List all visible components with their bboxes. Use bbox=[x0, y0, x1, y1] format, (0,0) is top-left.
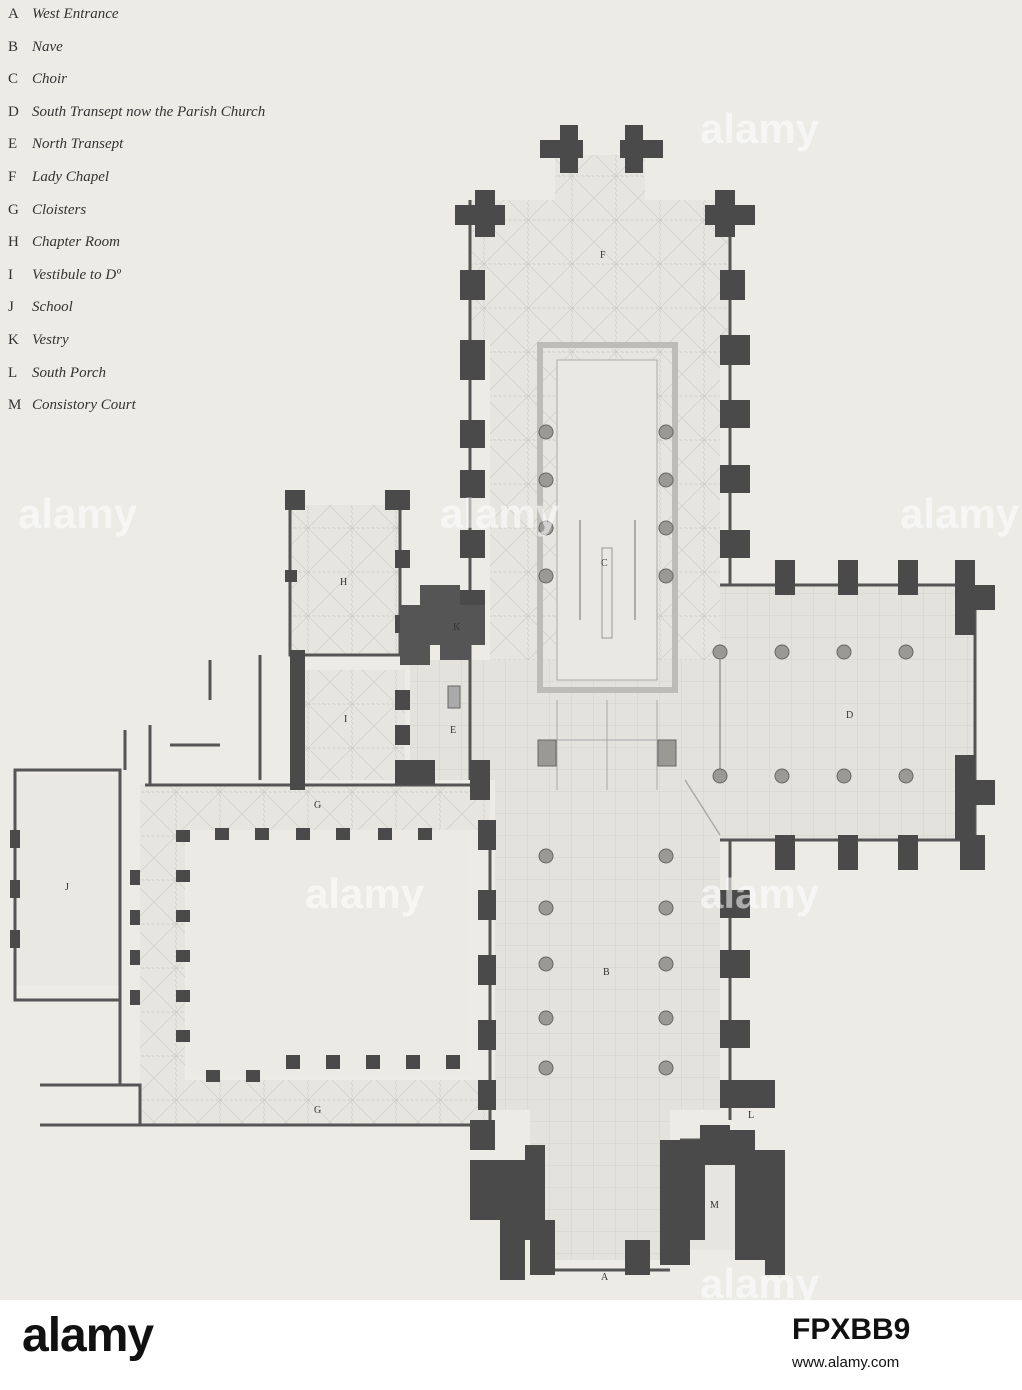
legend-letter: A bbox=[8, 6, 19, 22]
watermark: alamy bbox=[700, 870, 820, 917]
legend-text: Chapter Room bbox=[32, 234, 120, 251]
label-nave: B bbox=[603, 967, 610, 978]
cloister-garth bbox=[190, 830, 470, 1075]
legend-letter: E bbox=[8, 136, 18, 153]
cathedral-floor-plan: A B C D E F G G H I J K L M bbox=[10, 125, 995, 1283]
engraved-plate: A B C D E F G G H I J K L M A West Entran… bbox=[0, 0, 1022, 1300]
legend-letter: L bbox=[8, 364, 18, 381]
legend-text: North Transept bbox=[32, 136, 124, 153]
legend-item: E North Transept bbox=[8, 136, 265, 169]
legend-item: C Choir bbox=[8, 71, 265, 104]
watermark: alamy bbox=[305, 870, 425, 917]
watermark: alamy bbox=[18, 490, 138, 537]
watermark: alamy bbox=[440, 490, 560, 537]
cloister-north-walk bbox=[145, 785, 490, 830]
legend-item: B Nave bbox=[8, 39, 265, 72]
nave-floor bbox=[495, 780, 720, 1110]
legend-text: South Porch bbox=[32, 364, 107, 381]
legend-text: Nave bbox=[32, 38, 63, 55]
legend-text: School bbox=[32, 299, 73, 316]
legend-item: K Vestry bbox=[8, 332, 265, 365]
school-room bbox=[15, 775, 120, 985]
image-id: FPXBB9 bbox=[792, 1313, 911, 1346]
watermark: alamy bbox=[700, 105, 820, 152]
label-vestry: K bbox=[453, 622, 461, 633]
choir-stalls bbox=[556, 359, 658, 681]
legend-letter: K bbox=[8, 331, 19, 348]
label-chapter-room: H bbox=[340, 577, 347, 588]
legend-letter: C bbox=[8, 71, 19, 88]
legend-text: Lady Chapel bbox=[32, 168, 110, 185]
choir-screen bbox=[537, 342, 678, 693]
legend-text: Cloisters bbox=[32, 201, 87, 218]
legend-letter: H bbox=[8, 234, 19, 251]
legend-item: H Chapter Room bbox=[8, 234, 265, 267]
vestibule-floor bbox=[300, 670, 405, 780]
legend-letter: B bbox=[8, 38, 19, 55]
label-school: J bbox=[65, 882, 69, 893]
label-west-entrance: A bbox=[601, 1272, 609, 1283]
legend-letter: M bbox=[8, 397, 22, 414]
buttresses bbox=[10, 125, 995, 1280]
legend-text: Vestry bbox=[32, 331, 69, 348]
label-vestibule: I bbox=[344, 714, 347, 725]
label-cloisters-north: G bbox=[314, 800, 321, 811]
legend-text: West Entrance bbox=[32, 6, 119, 22]
footer-url[interactable]: www.alamy.com bbox=[792, 1354, 900, 1371]
label-south-porch: L bbox=[748, 1110, 754, 1121]
lady-chapel-floor bbox=[470, 200, 730, 340]
legend-item: M Consistory Court bbox=[8, 397, 265, 430]
label-south-transept: D bbox=[846, 710, 853, 721]
legend-item: D South Transept now the Parish Church bbox=[8, 104, 265, 137]
alamy-logo[interactable]: alamy bbox=[22, 1309, 154, 1362]
cloister-south-walk bbox=[140, 1080, 490, 1125]
legend-text: Vestibule to Dº bbox=[32, 266, 121, 283]
legend-letter: I bbox=[8, 266, 13, 283]
watermark: alamy bbox=[900, 490, 1020, 537]
legend-item: F Lady Chapel bbox=[8, 169, 265, 202]
chapter-room-floor bbox=[290, 505, 400, 655]
legend-text: Choir bbox=[32, 71, 68, 88]
south-transept-floor bbox=[720, 585, 975, 840]
legend-letter: F bbox=[8, 168, 17, 185]
legend-item: I Vestibule to Dº bbox=[8, 267, 265, 300]
label-north-transept: E bbox=[450, 725, 456, 736]
legend-letter: D bbox=[8, 103, 19, 120]
legend-letter: J bbox=[8, 299, 14, 316]
legend-text: South Transept now the Parish Church bbox=[32, 103, 266, 120]
legend-letter: G bbox=[8, 201, 19, 218]
legend-item: J School bbox=[8, 299, 265, 332]
label-choir: C bbox=[601, 558, 608, 569]
arcade-piers bbox=[447, 424, 914, 1076]
watermark: alamy bbox=[700, 1260, 820, 1300]
legend-item: L South Porch bbox=[8, 365, 265, 398]
label-cloisters-south: G bbox=[314, 1105, 321, 1116]
label-consistory-court: M bbox=[710, 1200, 719, 1211]
legend-text: Consistory Court bbox=[32, 397, 136, 414]
label-lady-chapel: F bbox=[600, 250, 606, 261]
legend-item: A West Entrance bbox=[8, 6, 265, 39]
legend-item: G Cloisters bbox=[8, 202, 265, 235]
stock-footer bbox=[0, 1300, 1022, 1390]
